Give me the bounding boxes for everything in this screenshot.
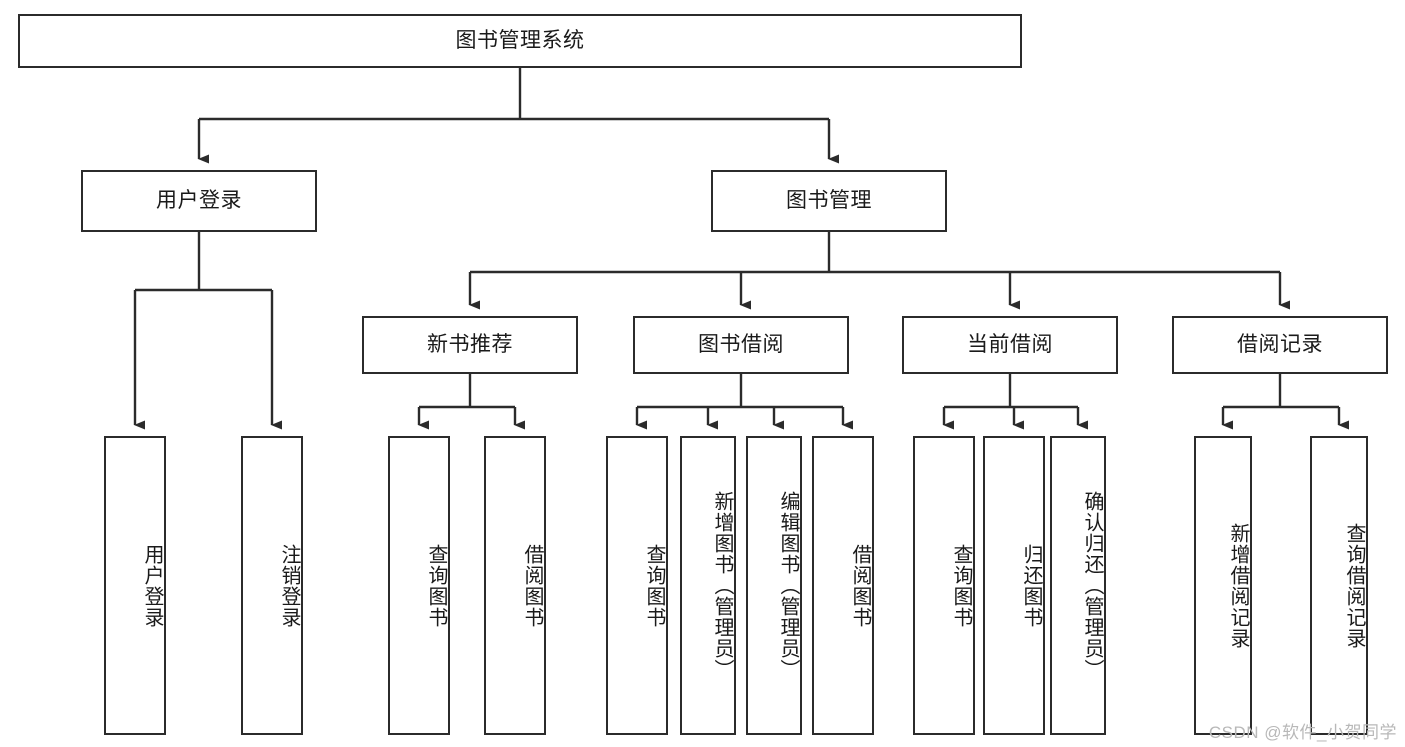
node-leaf-add-record[interactable]: 新增借阅记录 [1194, 436, 1252, 735]
node-label: 注销登录 [278, 543, 300, 628]
node-label: 图书管理 [786, 188, 872, 212]
node-label: 图书管理系统 [455, 28, 585, 52]
node-leaf-user-logout[interactable]: 注销登录 [241, 436, 303, 735]
node-label: 查询图书 [643, 543, 665, 628]
edge-root-group-trunk [199, 68, 829, 121]
node-label: 编辑图书（管理员） [777, 491, 799, 680]
node-label: 查询图书 [425, 543, 447, 628]
node-borrow-record[interactable]: 借阅记录 [1172, 316, 1388, 374]
node-leaf-query-book-2[interactable]: 查询图书 [606, 436, 668, 735]
node-label: 新增图书（管理员） [711, 491, 733, 680]
node-label: 借阅图书 [849, 543, 871, 628]
node-user-login[interactable]: 用户登录 [81, 170, 317, 232]
node-label: 图书借阅 [698, 332, 784, 356]
node-label: 借阅图书 [521, 543, 543, 628]
node-label: 新书推荐 [427, 332, 513, 356]
edge-book-manage-trunk [470, 232, 1280, 274]
node-label: 借阅记录 [1237, 332, 1323, 356]
edge-new-book-rec-trunk [419, 374, 515, 409]
node-label: 当前借阅 [967, 332, 1053, 356]
node-label: 查询借阅记录 [1343, 522, 1365, 649]
node-current-borrow[interactable]: 当前借阅 [902, 316, 1118, 374]
node-label: 用户登录 [156, 188, 242, 212]
node-label: 归还图书 [1020, 543, 1042, 628]
node-leaf-user-login[interactable]: 用户登录 [104, 436, 166, 735]
node-new-book-rec[interactable]: 新书推荐 [362, 316, 578, 374]
node-leaf-borrow-book-1[interactable]: 借阅图书 [484, 436, 546, 735]
node-leaf-query-book-1[interactable]: 查询图书 [388, 436, 450, 735]
node-leaf-query-book-3[interactable]: 查询图书 [913, 436, 975, 735]
node-book-manage[interactable]: 图书管理 [711, 170, 947, 232]
edge-book-borrow-trunk [637, 374, 843, 409]
node-leaf-query-record[interactable]: 查询借阅记录 [1310, 436, 1368, 735]
node-label: 新增借阅记录 [1227, 522, 1249, 649]
node-label: 查询图书 [950, 543, 972, 628]
edge-borrow-record-trunk [1223, 374, 1339, 409]
node-label: 用户登录 [141, 543, 163, 628]
node-leaf-edit-book[interactable]: 编辑图书（管理员） [746, 436, 802, 735]
node-label: 确认归还（管理员） [1081, 491, 1103, 680]
edge-current-borrow-trunk [944, 374, 1078, 409]
edge-user-login-trunk [135, 232, 272, 292]
node-leaf-borrow-book-2[interactable]: 借阅图书 [812, 436, 874, 735]
node-book-borrow[interactable]: 图书借阅 [633, 316, 849, 374]
node-leaf-confirm-return[interactable]: 确认归还（管理员） [1050, 436, 1106, 735]
node-root[interactable]: 图书管理系统 [18, 14, 1022, 68]
node-leaf-add-book[interactable]: 新增图书（管理员） [680, 436, 736, 735]
node-leaf-return-book[interactable]: 归还图书 [983, 436, 1045, 735]
csdn-watermark: CSDN @软件_小贺同学 [1208, 723, 1397, 742]
